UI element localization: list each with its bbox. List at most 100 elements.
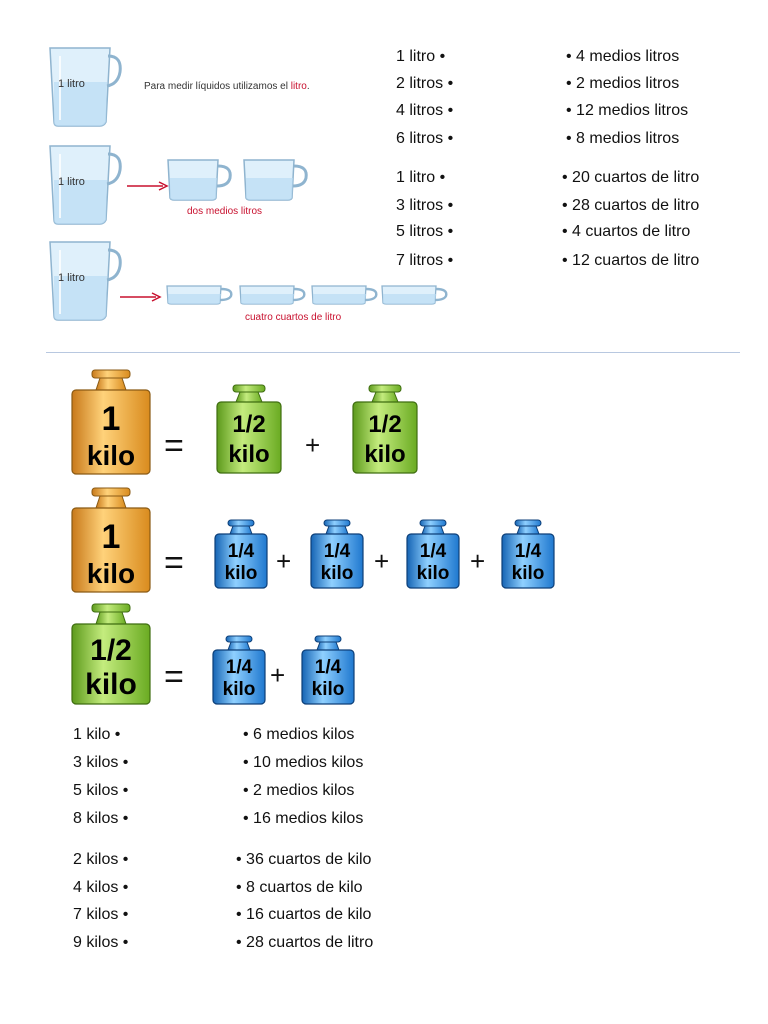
weight-number: 1/4	[514, 541, 542, 562]
weight-unit: kilo	[320, 563, 354, 584]
list-item: • 6 medios kilos	[243, 726, 355, 743]
weight-unit: kilo	[224, 563, 258, 584]
pitcher-3: 1 litro	[44, 236, 122, 321]
weight-number: 1	[101, 400, 121, 438]
weight-icon	[71, 487, 151, 593]
weight-quarter-kilo: 1/4 kilo	[213, 518, 269, 590]
list-item: • 2 medios litros	[566, 75, 680, 92]
plus-sign: +	[470, 546, 486, 576]
pitcher-icon	[49, 47, 122, 127]
equals-sign: =	[164, 658, 184, 696]
pitcher-icon	[49, 241, 122, 321]
weight-number: 1	[101, 518, 121, 556]
weight-quarter-kilo: 1/4 kilo	[500, 518, 556, 590]
weight-number: 1/2	[232, 411, 266, 438]
list-item: 4 kilos •	[73, 879, 129, 896]
list-item: • 16 cuartos de kilo	[236, 906, 372, 923]
list-item: 1 litro •	[396, 48, 446, 65]
pitcher-label: 1 litro	[58, 176, 85, 188]
weight-unit: kilo	[511, 563, 545, 584]
weight-icon	[71, 369, 151, 475]
weight-number: 1/2	[368, 411, 402, 438]
list-item: • 8 medios litros	[566, 130, 680, 147]
weight-number: 1/4	[314, 657, 342, 678]
weight-half-kilo-large: 1/2 kilo	[70, 602, 152, 706]
list-item: 7 kilos •	[73, 906, 129, 923]
list-item: • 4 cuartos de litro	[562, 223, 691, 240]
half-liter-cup-icon	[167, 159, 232, 201]
list-item: • 12 medios litros	[566, 102, 689, 119]
list-item: • 2 medios kilos	[243, 782, 355, 799]
list-item: • 8 cuartos de kilo	[236, 879, 363, 896]
weight-unit: kilo	[228, 441, 270, 468]
pitcher-1: 1 litro	[44, 42, 122, 127]
list-item: • 4 medios litros	[566, 48, 680, 65]
weight-icon	[71, 603, 151, 705]
list-item: • 12 cuartos de litro	[562, 252, 700, 269]
list-item: 5 kilos •	[73, 782, 129, 799]
pitcher-label: 1 litro	[58, 78, 85, 90]
half-liter-cup-icon	[243, 159, 308, 201]
intro-highlight: litro	[290, 81, 307, 92]
pitcher-label: 1 litro	[58, 272, 85, 284]
weight-one-kilo: 1 kilo	[70, 486, 152, 594]
weight-icon	[301, 635, 355, 705]
weight-quarter-kilo: 1/4 kilo	[211, 634, 267, 706]
weight-unit: kilo	[85, 668, 137, 701]
weight-unit: kilo	[311, 679, 345, 700]
weight-unit: kilo	[222, 679, 256, 700]
weight-number: 1/4	[323, 541, 351, 562]
section-divider	[46, 352, 740, 353]
equals-sign: =	[164, 544, 184, 582]
weight-number: 1/2	[90, 634, 132, 667]
weight-quarter-kilo: 1/4 kilo	[300, 634, 356, 706]
list-item: 2 litros •	[396, 75, 454, 92]
weight-one-kilo: 1 kilo	[70, 368, 152, 476]
weight-number: 1/4	[419, 541, 447, 562]
list-item: • 36 cuartos de kilo	[236, 851, 372, 868]
intro-suffix: .	[306, 81, 310, 92]
intro-text: Para medir líquidos utilizamos el litro.	[144, 81, 310, 92]
caption-quarters: cuatro cuartos de litro	[245, 312, 342, 323]
list-item: 8 kilos •	[73, 810, 129, 827]
equals-sign: =	[164, 427, 184, 465]
list-item: 3 litros •	[396, 197, 454, 214]
weight-unit: kilo	[364, 441, 406, 468]
plus-sign: +	[374, 546, 390, 576]
pitcher-2: 1 litro	[44, 140, 122, 225]
weight-half-kilo: 1/2 kilo	[215, 383, 283, 475]
arrow-icon	[120, 292, 162, 302]
list-item: • 28 cuartos de litro	[562, 197, 700, 214]
weight-icon	[216, 384, 282, 474]
plus-sign: +	[305, 430, 321, 460]
quarter-liter-cup-icon	[381, 285, 448, 305]
weight-quarter-kilo: 1/4 kilo	[309, 518, 365, 590]
weight-icon	[352, 384, 418, 474]
list-item: 7 litros •	[396, 252, 454, 269]
weight-unit: kilo	[416, 563, 450, 584]
weight-icon	[214, 519, 268, 589]
list-item: • 16 medios kilos	[243, 810, 364, 827]
list-item: 1 kilo •	[73, 726, 121, 743]
quarter-liter-cup-icon	[166, 285, 233, 305]
list-item: 4 litros •	[396, 102, 454, 119]
intro-prefix: Para medir líquidos utilizamos el	[144, 81, 291, 92]
weight-number: 1/4	[225, 657, 253, 678]
weight-unit: kilo	[86, 440, 136, 471]
plus-sign: +	[270, 660, 286, 690]
caption-halves: dos medios litros	[187, 206, 263, 217]
list-item: • 10 medios kilos	[243, 754, 364, 771]
list-item: 9 kilos •	[73, 934, 129, 951]
list-item: 3 kilos •	[73, 754, 129, 771]
list-item: 2 kilos •	[73, 851, 129, 868]
weight-icon	[406, 519, 460, 589]
weight-unit: kilo	[86, 558, 136, 589]
weight-number: 1/4	[227, 541, 255, 562]
weight-quarter-kilo: 1/4 kilo	[405, 518, 461, 590]
pitcher-icon	[49, 145, 122, 225]
weight-icon	[501, 519, 555, 589]
list-item: 6 litros •	[396, 130, 454, 147]
list-item: 5 litros •	[396, 223, 454, 240]
quarter-liter-cup-icon	[239, 285, 306, 305]
list-item: • 20 cuartos de litro	[562, 169, 700, 186]
